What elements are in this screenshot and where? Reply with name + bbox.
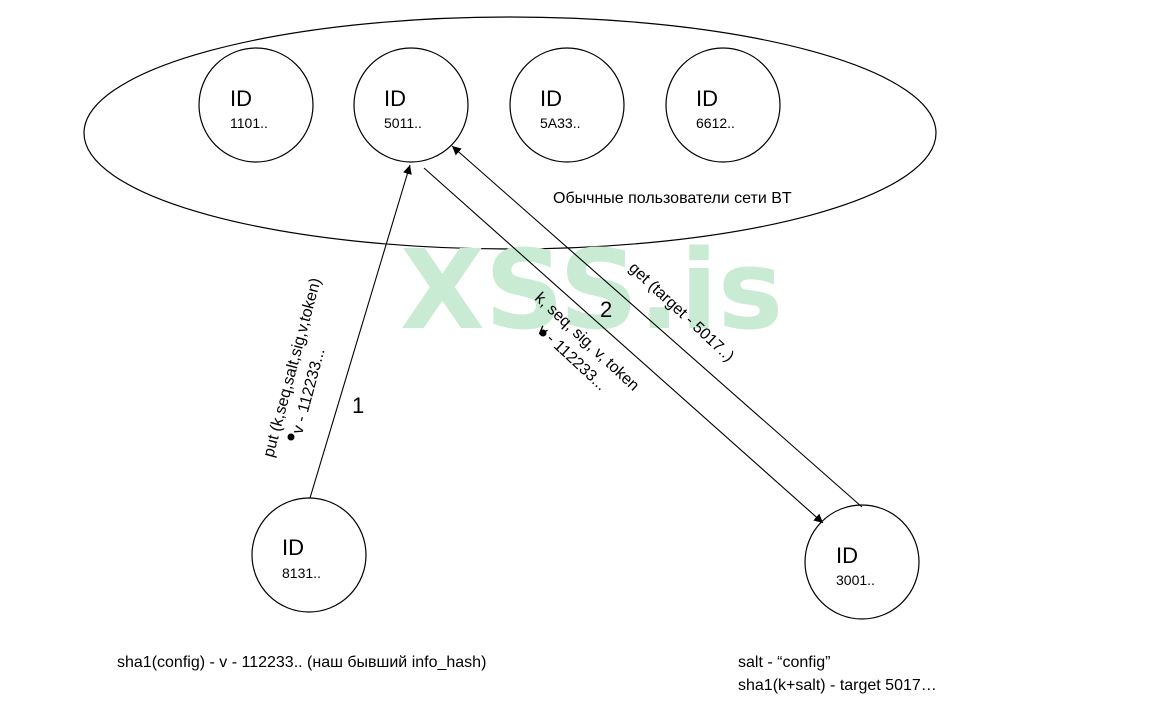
network-node-1101: ID 1101.. (198, 47, 314, 163)
get-response-arrow (423, 167, 824, 524)
node-id-value: 6612.. (696, 115, 735, 131)
client-node-3001: ID 3001.. (804, 504, 920, 620)
network-label: Обычные пользователи сети BT (553, 190, 792, 207)
network-node-5011: ID 5011.. (353, 47, 469, 163)
node-id-value: 5011.. (384, 115, 422, 131)
put-label: put (k,seq,salt,sig,v,token) v - 112233.… (260, 276, 328, 459)
put-arrow (309, 164, 412, 499)
node-title: ID (836, 543, 858, 568)
node-id-value: 5A33.. (540, 115, 580, 131)
node-id-value: 1101.. (230, 115, 268, 131)
node-title: ID (384, 86, 406, 111)
node-title: ID (230, 86, 252, 111)
network-node-6612: ID 6612.. (665, 47, 781, 163)
bt-network-ellipse (83, 16, 937, 250)
node-id-value: 3001.. (836, 572, 875, 588)
get-response-bullet (539, 329, 547, 337)
get-step-number: 2 (600, 297, 612, 322)
node-title: ID (282, 535, 304, 560)
note-salt: salt - “config” (738, 654, 830, 671)
note-target: sha1(k+salt) - target 5017… (738, 677, 937, 694)
watermark-text: XSS.is (400, 226, 783, 354)
client-node-8131: ID 8131.. (251, 497, 367, 613)
get-request-arrow (451, 145, 863, 508)
xss-watermark: XSS.is (400, 226, 783, 354)
network-node-5a33: ID 5A33.. (509, 47, 625, 163)
node-title: ID (540, 86, 562, 111)
node-id-value: 8131.. (282, 565, 321, 581)
put-bullet (287, 433, 295, 441)
note-info-hash: sha1(config) - v - 112233.. (наш бывший … (117, 654, 486, 671)
node-title: ID (696, 86, 718, 111)
put-step-number: 1 (352, 393, 364, 418)
